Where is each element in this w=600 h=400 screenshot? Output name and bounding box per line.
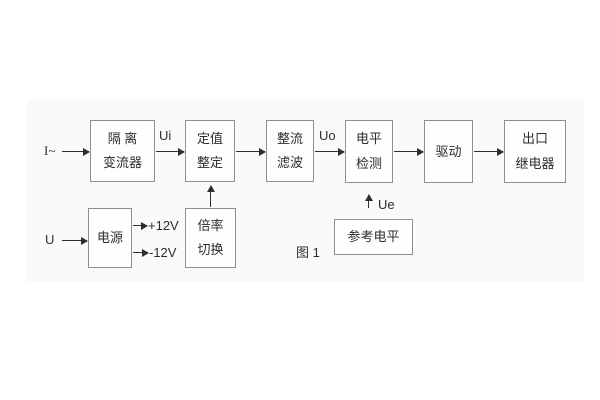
arrow-reference-to-level	[364, 194, 373, 208]
arrow-voltage-to-power	[62, 236, 88, 245]
block-label: 整定	[196, 155, 223, 171]
block-label: 隔 离	[107, 130, 138, 146]
block-power-supply: 电源	[88, 208, 132, 268]
block-label: 电源	[96, 230, 123, 245]
arrow-power-plus12v	[133, 221, 148, 230]
block-label: 变流器	[102, 155, 142, 171]
figure-caption: 图 1	[296, 245, 320, 260]
block-label: 继电器	[515, 156, 555, 171]
label-plus12v: +12V	[148, 218, 179, 233]
label-input-current: I~	[44, 143, 56, 158]
block-label: 电平	[355, 131, 382, 146]
block-label: 整流	[276, 130, 303, 146]
label-ue: Ue	[378, 197, 395, 212]
block-isolation-transformer: 隔 离 变流器	[90, 120, 155, 182]
block-label: 检测	[355, 156, 382, 171]
block-ratio-switch: 倍率 切换	[185, 208, 236, 268]
label-minus12v: -12V	[149, 245, 177, 260]
arrow-setting-to-rectifier	[236, 147, 266, 156]
label-ui: Ui	[159, 128, 172, 143]
block-label: 切换	[197, 242, 224, 257]
block-label: 定值	[196, 130, 223, 146]
block-driver: 驱动	[424, 120, 473, 183]
block-setting-adjust: 定值 整定	[185, 120, 235, 182]
block-label: 参考电平	[347, 229, 400, 244]
arrow-driver-to-relay	[474, 147, 504, 156]
block-rectifier-filter: 整流 滤波	[266, 120, 314, 182]
arrow-rectifier-to-level	[315, 147, 345, 156]
block-output-relay: 出口 继电器	[504, 120, 566, 183]
block-label: 滤波	[276, 155, 303, 171]
label-uo: Uo	[319, 128, 336, 143]
arrow-input-to-isolation	[62, 147, 90, 156]
arrow-ratio-to-setting	[206, 185, 215, 207]
block-label: 驱动	[435, 143, 462, 159]
arrow-level-to-driver	[394, 147, 424, 156]
block-label: 倍率	[197, 218, 224, 233]
arrow-isolation-to-setting	[156, 147, 185, 156]
label-input-voltage: U	[45, 232, 55, 247]
block-level-detect: 电平 检测	[345, 120, 393, 183]
block-label: 出口	[521, 131, 548, 146]
arrow-power-minus12v	[133, 248, 149, 257]
block-reference-level: 参考电平	[334, 219, 413, 255]
